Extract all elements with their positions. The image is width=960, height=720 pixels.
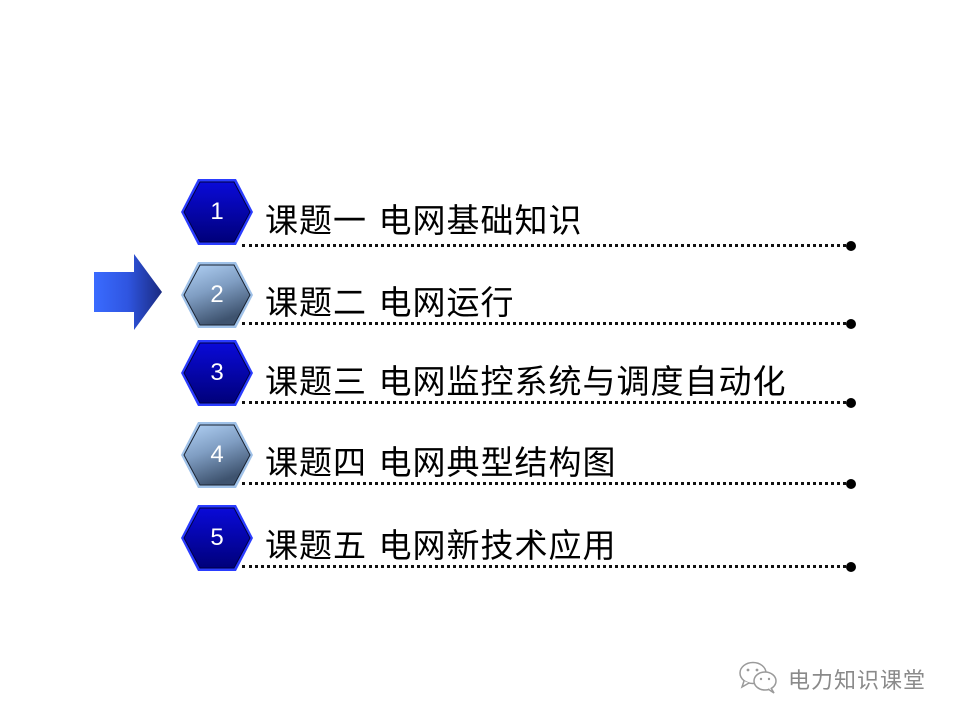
item-title: 课题一 电网基础知识 [265,201,583,240]
hexagon-number-badge: 2 [180,261,254,329]
dotted-divider [242,244,846,247]
agenda-item-1[interactable]: 1 课题一 电网基础知识 [0,0,960,251]
agenda-item-2[interactable]: 2 课题二 电网运行 [0,0,960,329]
wechat-icon [738,660,780,698]
hexagon-number-badge: 3 [180,339,254,407]
item-number: 3 [210,359,224,386]
dotted-divider [242,482,846,485]
end-dot [846,319,856,329]
agenda-item-3[interactable]: 3 课题三 电网监控系统与调度自动化 [0,0,960,408]
agenda-item-5[interactable]: 5 课题五 电网新技术应用 [0,0,960,572]
item-title: 课题四 电网典型结构图 [265,443,617,482]
item-number: 5 [210,524,224,551]
end-dot [846,241,856,251]
item-title: 课题五 电网新技术应用 [265,526,617,565]
item-number: 2 [210,281,224,308]
end-dot [846,398,856,408]
hexagon-number-badge: 1 [180,178,254,246]
watermark: 电力知识课堂 [738,660,926,698]
end-dot [846,479,856,489]
dotted-divider [242,322,846,325]
dotted-divider [242,401,846,404]
hexagon-number-badge: 4 [180,421,254,489]
hexagon-number-badge: 5 [180,504,254,572]
item-title: 课题三 电网监控系统与调度自动化 [265,362,787,401]
agenda-item-4[interactable]: 4 课题四 电网典型结构图 [0,0,960,489]
watermark-text: 电力知识课堂 [788,669,927,694]
item-number: 1 [210,198,224,225]
item-number: 4 [210,441,224,468]
item-title: 课题二 电网运行 [265,283,515,322]
dotted-divider [242,565,846,568]
current-item-arrow-icon [94,254,162,330]
end-dot [846,562,856,572]
